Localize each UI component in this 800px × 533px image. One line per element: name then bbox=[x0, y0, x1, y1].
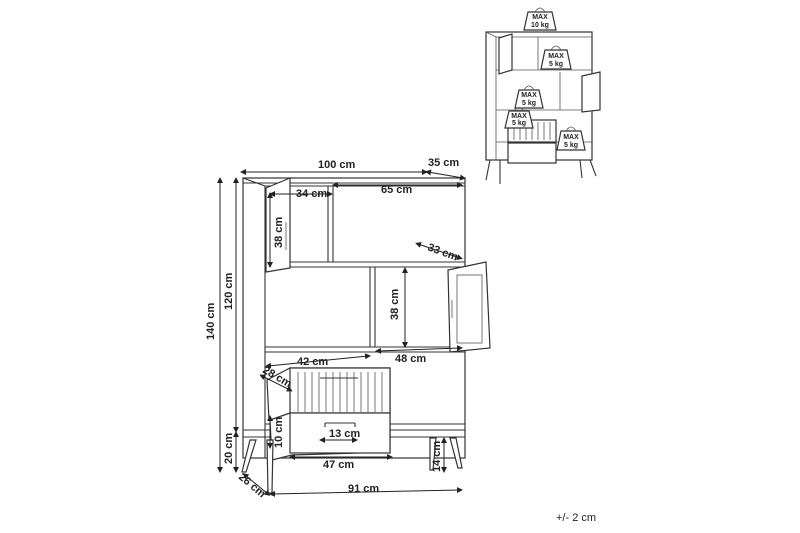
svg-text:5 kg: 5 kg bbox=[512, 120, 526, 127]
dim-height-base: 20 cm bbox=[223, 433, 235, 464]
dim-drawer-height: 10 cm bbox=[273, 417, 285, 448]
dim-upper-left-height: 38 cm bbox=[273, 217, 285, 248]
weight-icon-top: MAX 10 kg bbox=[523, 7, 557, 31]
dim-bottom-depth: 26 cm bbox=[236, 471, 268, 500]
weight-icon-middle-left: MAX 5 kg bbox=[514, 85, 544, 109]
right-door bbox=[447, 261, 491, 353]
dim-height-total: 140 cm bbox=[205, 302, 217, 340]
dim-depth-top: 35 cm bbox=[428, 157, 459, 169]
svg-text:5 kg: 5 kg bbox=[564, 142, 578, 149]
svg-text:10 kg: 10 kg bbox=[531, 22, 549, 29]
tolerance-note: +/- 2 cm bbox=[556, 512, 597, 524]
dim-handle-width: 13 cm bbox=[329, 428, 360, 440]
dim-upper-left-width: 34 cm bbox=[296, 188, 327, 200]
svg-text:MAX: MAX bbox=[548, 53, 564, 60]
svg-text:MAX: MAX bbox=[563, 134, 579, 141]
dim-width-total: 100 cm bbox=[318, 159, 356, 171]
dim-middle-height: 38 cm bbox=[389, 289, 401, 320]
svg-text:MAX: MAX bbox=[511, 113, 527, 120]
dimension-lines bbox=[217, 169, 466, 497]
dim-upper-right-width: 65 cm bbox=[381, 184, 412, 196]
weight-icon-lower-right: MAX 5 kg bbox=[556, 126, 586, 151]
cabinet-main-drawing bbox=[241, 177, 491, 494]
dim-bottom-width: 91 cm bbox=[348, 483, 379, 495]
dim-drawer-width: 47 cm bbox=[323, 459, 354, 471]
weight-icon-upper-shelf: MAX 5 kg bbox=[540, 45, 572, 70]
svg-text:MAX: MAX bbox=[532, 14, 548, 21]
svg-text:5 kg: 5 kg bbox=[549, 61, 563, 68]
weight-icon-drawer-top: MAX 5 kg bbox=[504, 107, 534, 129]
dim-height-body: 120 cm bbox=[223, 272, 235, 310]
svg-text:MAX: MAX bbox=[521, 92, 537, 99]
load-capacity-thumbnail: MAX 10 kg MAX 5 kg MAX 5 kg MAX 5 kg MAX… bbox=[485, 7, 601, 184]
dim-leg-height: 14 cm bbox=[431, 441, 443, 472]
dim-shelf-left: 42 cm bbox=[297, 356, 328, 368]
dim-shelf-right: 48 cm bbox=[395, 353, 426, 365]
svg-text:5 kg: 5 kg bbox=[522, 100, 536, 107]
